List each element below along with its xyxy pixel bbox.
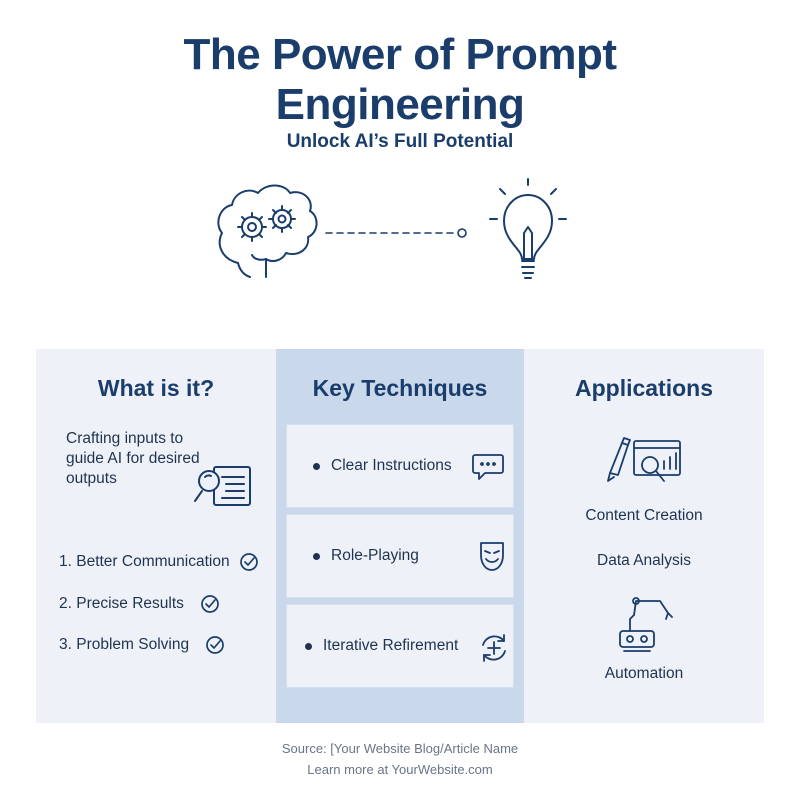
benefit-item: 3. Problem Solving bbox=[59, 635, 225, 655]
hero-illustration bbox=[210, 175, 590, 290]
technique-label: Clear Instructions bbox=[331, 457, 452, 474]
pen-chart-icon bbox=[606, 435, 682, 491]
benefit-label: 3. Problem Solving bbox=[59, 636, 190, 653]
learn-more-link[interactable]: Learn more at YourWebsite.com bbox=[307, 762, 493, 777]
source-note: Source: [Your Website Blog/Article Name bbox=[281, 741, 519, 756]
benefit-item: 1. Better Communication bbox=[59, 552, 259, 572]
chat-bubble-icon bbox=[471, 449, 505, 483]
benefit-label: 2. Precise Results bbox=[59, 595, 184, 612]
technique-label: Role-Playing bbox=[331, 547, 419, 564]
what-is-it-description: Crafting inputs to guide AI for desired … bbox=[66, 430, 200, 487]
key-techniques-title: Key Techniques bbox=[312, 375, 488, 401]
check-circle-icon bbox=[200, 594, 220, 614]
connector-dashed-line bbox=[325, 228, 467, 238]
application-label: Data Analysis bbox=[597, 552, 691, 569]
application-label: Automation bbox=[604, 665, 684, 682]
theater-mask-icon bbox=[475, 539, 509, 573]
technique-label: Iterative Refirement bbox=[323, 637, 459, 654]
applications-title: Applications bbox=[574, 375, 713, 401]
application-label: Content Creation bbox=[585, 507, 703, 524]
check-circle-icon bbox=[205, 635, 225, 655]
technique-card: Role-Playing bbox=[286, 514, 514, 598]
document-search-icon bbox=[192, 465, 254, 509]
title-line-2: Engineering bbox=[275, 80, 525, 129]
benefit-item: 2. Precise Results bbox=[59, 594, 220, 614]
bullet bbox=[313, 463, 320, 470]
applications-panel: Applications Content Creation Data Analy… bbox=[524, 349, 764, 723]
brain-gears-icon bbox=[217, 184, 318, 278]
benefit-label: 1. Better Communication bbox=[59, 553, 230, 570]
refresh-plus-icon bbox=[477, 631, 511, 665]
bullet bbox=[313, 553, 320, 560]
title-line-1: The Power of Prompt bbox=[183, 30, 617, 79]
technique-card: Iterative Refirement bbox=[286, 604, 514, 688]
check-circle-icon bbox=[239, 552, 259, 572]
what-is-it-title: What is it? bbox=[97, 375, 215, 401]
robot-arm-icon bbox=[616, 595, 678, 653]
technique-card: Clear Instructions bbox=[286, 424, 514, 508]
page-subtitle: Unlock AI’s Full Potential bbox=[286, 131, 514, 152]
bullet bbox=[305, 643, 312, 650]
what-is-it-panel: What is it? Crafting inputs to guide AI … bbox=[36, 349, 276, 723]
page-title: The Power of Prompt Engineering bbox=[0, 30, 800, 130]
lightbulb-icon bbox=[489, 178, 567, 279]
key-techniques-panel: Key Techniques Clear Instructions Role-P… bbox=[276, 349, 524, 723]
